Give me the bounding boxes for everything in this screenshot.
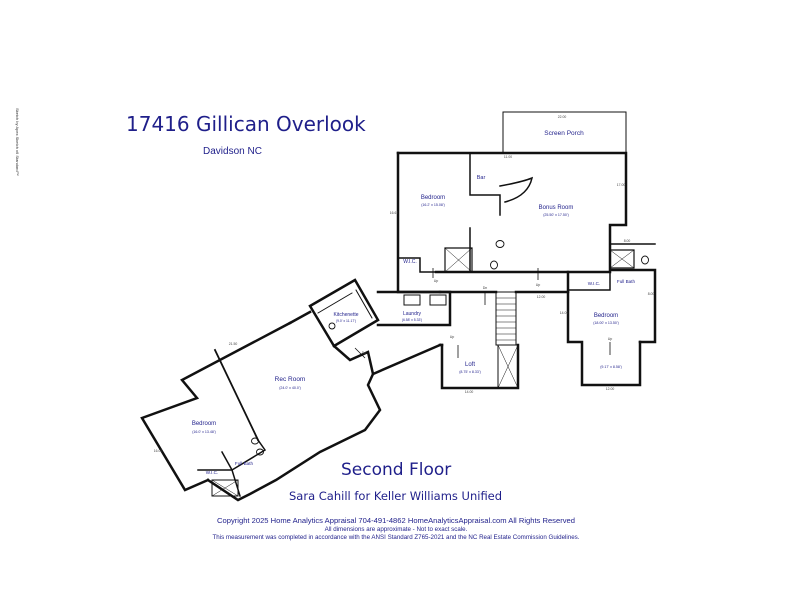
size-bonus-room: (25.50' x 17.50') [543,213,569,217]
floor-title: Second Floor [341,460,452,480]
rec-room-bottom-wall [206,372,382,502]
label-wic-top: W.I.C. [403,259,417,265]
bar-counter [499,176,534,203]
dim-bath-top: 8.00 [624,239,631,243]
footer-standard: This measurement was completed in accord… [212,534,580,541]
stairs [495,291,517,346]
dim-rec-top: 21.50 [229,342,238,346]
dim-rec-left: 16.00 [154,449,163,453]
marker-up-loft: Up [450,335,455,339]
label-wic-left: W.I.C. [206,470,219,475]
footer-disclaimer: All dimensions are approximate - Not to … [324,526,468,533]
size-laundry: (6.58' x 5.33') [402,318,422,322]
laundry-wall [376,290,452,327]
marker-up-top: Up [434,279,439,283]
marker-dn-stairs: Dn [483,286,488,290]
size-bedroom-alcove: (9.17' x 8.58') [600,365,622,369]
kitchenette-wall [308,278,380,348]
main-block-wall [396,151,657,344]
label-wic-right: W.I.C. [588,281,601,286]
size-bedroom-left: (16.0' x 13.48') [192,430,216,434]
dim-main-left: 16.67 [390,211,399,215]
property-address: 17416 Gillican Overlook [126,112,366,136]
label-loft: Loft [465,362,475,368]
bedroom-right-wall [566,270,642,387]
label-bar: Bar [477,175,486,181]
label-kitchenette: Kitchenette [333,312,358,318]
label-rec-room: Rec Room [275,376,306,383]
label-full-bath-left: Full Bath [235,461,254,466]
bar-wall [469,152,501,216]
size-rec-room: (24.0' x 40.0') [279,386,301,390]
dim-loft-bottom: 14.00 [465,390,474,394]
dim-bed-side: 14.00 [560,311,569,315]
label-screen-porch: Screen Porch [544,130,584,137]
size-kitchenette: (9.0' x 11.17') [336,319,356,323]
label-bonus-room: Bonus Room [539,205,574,211]
label-laundry: Laundry [403,311,422,317]
label-full-bath-right: Full Bath [617,279,636,284]
dim-porch-side: 11.00 [504,155,512,159]
sink-left [256,448,264,456]
dim-main-right: 17.00 [617,183,626,187]
toilet-right [641,255,649,265]
dim-porch-top: 22.00 [558,115,567,119]
dim-bath-side: 8.00 [648,292,655,296]
size-loft: (8.75' x 8.33') [459,370,481,374]
footer-copyright: Copyright 2025 Home Analytics Appraisal … [217,516,575,525]
rec-room-outer-wall [140,321,292,492]
label-bedroom-top: Bedroom [421,195,445,201]
dim-alcove-bottom: 12.00 [606,387,615,391]
dim-stair-width: 12.00 [537,295,546,299]
marker-up-bonus: Up [536,283,541,287]
label-bedroom-left: Bedroom [192,421,216,427]
sink-top [490,260,498,270]
label-bedroom-right: Bedroom [594,313,618,319]
marker-up-alcove: Up [608,337,613,341]
property-city: Davidson NC [203,146,262,157]
bedroom-top-inner-wall [397,227,471,273]
prepared-for: Sara Cahill for Keller Williams Unified [289,489,503,503]
toilet-left [251,437,259,445]
loft-wall [440,343,520,390]
sink-kitchenette [328,322,336,330]
marker-dn-rec: Dn [362,351,367,355]
size-bedroom-top: (16.2' x 15.08') [421,203,445,207]
screen-porch-outline [502,111,627,154]
toilet-top [495,240,505,248]
main-block-left-wall [396,151,442,294]
bedroom-left-wall [213,348,260,442]
size-bedroom-right: (18.00' x 13.50') [593,321,619,325]
